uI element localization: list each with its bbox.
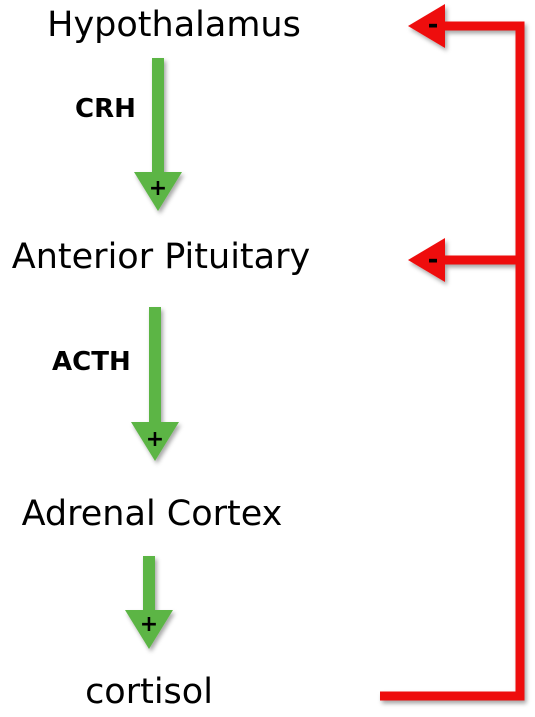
anterior-pituitary-label: Anterior Pituitary — [12, 237, 310, 277]
feedback-line-main — [380, 21, 525, 701]
stimulation-arrow-cortisol — [125, 556, 173, 649]
feedback-arrowhead-hypothalamus — [408, 4, 445, 48]
stimulation-arrow-acth-shape — [131, 307, 179, 461]
stimulation-sign-crh: + — [149, 176, 167, 201]
stimulation-arrow-crh — [134, 58, 182, 211]
crh-label: CRH — [75, 94, 136, 124]
stimulation-arrow-crh-shape — [134, 58, 182, 211]
stimulation-sign-acth: + — [146, 427, 164, 452]
adrenal-cortex-label: Adrenal Cortex — [22, 494, 283, 534]
stimulation-sign-cortisol: + — [140, 612, 158, 637]
inhibition-sign-pituitary: - — [428, 245, 439, 275]
feedback-arrowhead-pituitary — [408, 238, 445, 282]
cortisol-label: cortisol — [85, 672, 213, 712]
hypothalamus-label: Hypothalamus — [47, 5, 301, 45]
negative-feedback-loop — [380, 4, 525, 701]
acth-label: ACTH — [52, 347, 131, 377]
stimulation-arrow-acth — [131, 307, 179, 461]
inhibition-sign-hypothalamus: - — [428, 10, 439, 40]
stimulation-arrow-cortisol-shape — [125, 556, 173, 649]
